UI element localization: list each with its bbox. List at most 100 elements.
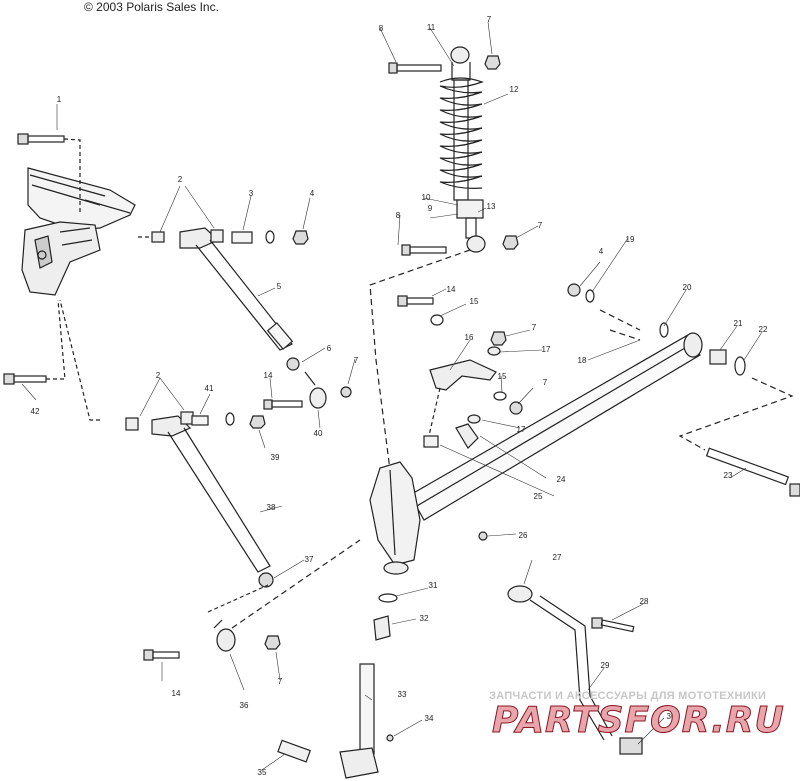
- callout-9: 9: [428, 204, 433, 213]
- bolt-1: [17, 133, 65, 145]
- ball-joint-24: [455, 423, 479, 449]
- callout-38: 38: [267, 503, 276, 512]
- callout-7: 7: [532, 323, 537, 332]
- callout-32: 32: [420, 614, 429, 623]
- callout-41: 41: [205, 384, 214, 393]
- callout-18: 18: [578, 356, 587, 365]
- rod-end-36: [213, 619, 236, 652]
- callout-21: 21: [734, 319, 743, 328]
- nut-7-shock-top: [484, 55, 501, 70]
- bolt-23: [705, 447, 800, 497]
- callout-28: 28: [640, 597, 649, 606]
- callout-37: 37: [305, 555, 314, 564]
- callout-4: 4: [310, 189, 315, 198]
- callout-14: 14: [264, 371, 273, 380]
- bolt-8-upper: [388, 62, 442, 74]
- washer-19: [585, 289, 595, 303]
- nut-7-shock-bottom: [502, 235, 519, 250]
- nut-7-bracket: [490, 331, 507, 346]
- callout-23: 23: [724, 471, 733, 480]
- watermark-subtitle: ЗАПЧАСТИ И АКСЕССУАРЫ ДЛЯ МОТОТЕХНИКИ: [489, 690, 767, 702]
- callout-26: 26: [519, 531, 528, 540]
- steering-post-33: [339, 663, 379, 779]
- bearing-30: [619, 737, 643, 755]
- nut-4-upper: [292, 230, 309, 245]
- leader-lines: [21, 21, 763, 771]
- sleeve-41: [191, 415, 209, 426]
- spindle-housing: [369, 461, 421, 575]
- nut-4-trailing: [567, 283, 581, 297]
- callout-25: 25: [534, 492, 543, 501]
- callout-33: 33: [398, 690, 407, 699]
- washer-upper: [265, 230, 275, 244]
- sleeve-3: [231, 231, 253, 244]
- lower-a-arm-38: [151, 415, 274, 588]
- washer-20: [659, 322, 669, 338]
- callout-30: 30: [667, 712, 676, 721]
- callout-11: 11: [427, 23, 436, 32]
- rod-end-40: [304, 371, 327, 409]
- bushing-2-lower-left: [125, 417, 139, 431]
- callout-1: 1: [57, 95, 62, 104]
- upper-a-arm-5: [179, 227, 294, 351]
- nut-7-ball: [509, 401, 523, 415]
- callout-15: 15: [470, 297, 479, 306]
- steering-column-29: [507, 585, 613, 741]
- callout-7: 7: [487, 15, 492, 24]
- callout-13: 13: [487, 202, 496, 211]
- bolt-42: [3, 373, 47, 385]
- callout-42: 42: [31, 407, 40, 416]
- callout-8: 8: [379, 24, 384, 33]
- washer-17-upper: [487, 346, 501, 356]
- callout-34: 34: [425, 714, 434, 723]
- callout-40: 40: [314, 429, 323, 438]
- steering-bracket-16: [429, 359, 497, 391]
- callout-36: 36: [240, 701, 249, 710]
- washer-17-lower: [467, 414, 481, 424]
- callout-22: 22: [759, 325, 768, 334]
- callout-7: 7: [538, 221, 543, 230]
- callout-19: 19: [626, 235, 635, 244]
- callout-24: 24: [557, 475, 566, 484]
- callout-4: 4: [599, 247, 604, 256]
- callout-17: 17: [517, 425, 526, 434]
- washer-31: [378, 593, 398, 603]
- callout-2: 2: [178, 175, 183, 184]
- callout-14: 14: [447, 285, 456, 294]
- trailing-arm-18: [409, 332, 703, 521]
- bushing-2-upper-left: [151, 231, 165, 243]
- callout-12: 12: [510, 85, 519, 94]
- callout-7: 7: [354, 356, 359, 365]
- bolt-14-upper: [263, 399, 303, 410]
- nut-6: [286, 357, 300, 371]
- bolt-8-lower: [401, 244, 447, 256]
- callout-7: 7: [543, 378, 548, 387]
- bushing-21: [709, 349, 727, 365]
- nut-39: [249, 415, 266, 429]
- callout-5: 5: [277, 282, 282, 291]
- frame-section: [21, 167, 136, 296]
- callout-2: 2: [156, 371, 161, 380]
- bolt-34: [386, 734, 394, 742]
- nut-7-lower: [264, 635, 281, 650]
- callout-20: 20: [683, 283, 692, 292]
- washer-lower: [225, 412, 235, 426]
- bushing-32: [373, 615, 391, 641]
- callout-27: 27: [553, 553, 562, 562]
- bushing-25: [423, 435, 439, 448]
- copyright-notice: © 2003 Polaris Sales Inc.: [84, 0, 219, 14]
- callout-31: 31: [429, 581, 438, 590]
- bolt-14-mid: [397, 295, 434, 307]
- callout-10: 10: [422, 193, 431, 202]
- washer-22: [734, 356, 746, 376]
- bolt-28: [591, 617, 635, 633]
- watermark-brand: PARTSFOR.RU: [492, 700, 785, 742]
- bolt-26: [478, 531, 488, 541]
- callout-3: 3: [249, 189, 254, 198]
- washer-15-lower: [493, 391, 507, 401]
- callout-7: 7: [278, 677, 283, 686]
- bushing-2-upper-right: [210, 229, 224, 243]
- callout-15: 15: [498, 372, 507, 381]
